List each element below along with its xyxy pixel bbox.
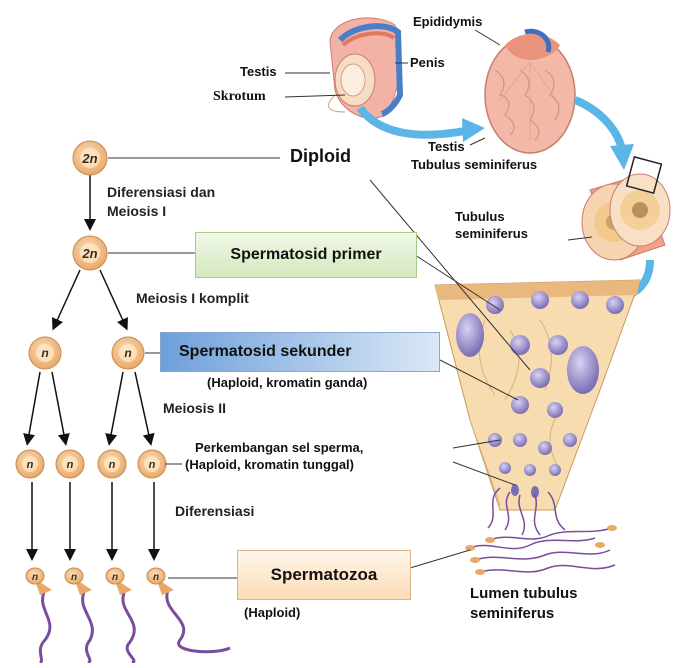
meiosis-ii-label: Meiosis II — [163, 400, 226, 416]
haploid-label: (Haploid) — [244, 605, 300, 620]
cell-label-n-r3-1: n — [27, 459, 34, 471]
blue-arrow-2 — [575, 100, 622, 150]
seminiferous-tissue-wedge — [435, 280, 640, 510]
epididymis-label: Epididymis — [413, 14, 482, 29]
spermatosid-primer-label: Spermatosid primer — [230, 246, 381, 264]
spermatosid-primer-box: Spermatosid primer — [195, 232, 417, 278]
tubulus-seminiferus-label-1: Tubulus seminiferus — [411, 157, 537, 172]
spermatozoa-box: Spermatozoa — [237, 550, 411, 600]
tubulus-cylinder — [582, 157, 670, 260]
sperm-label-n-3: n — [112, 572, 118, 583]
cell-label-n-r3-2: n — [67, 459, 74, 471]
lumen-sperm-cluster — [465, 525, 617, 575]
penis-label: Penis — [410, 55, 445, 70]
skrotum-label: Skrotum — [213, 89, 266, 105]
perkembangan-line1: Perkembangan sel sperma, — [195, 440, 363, 455]
diferensiasi-label: Diferensiasi — [175, 503, 254, 519]
spermatozoa-bottom — [26, 568, 230, 663]
cell-label-2n-top: 2n — [81, 151, 97, 166]
meiosis-komplit-label: Meiosis I komplit — [136, 290, 249, 306]
testis-side-illustration — [328, 18, 400, 118]
spermatosid-sekunder-box: Spermatosid sekunder — [160, 332, 440, 372]
haploid-kromatin-ganda-label: (Haploid, kromatin ganda) — [207, 375, 367, 390]
lumen-label-line1: Lumen tubulus — [470, 585, 578, 602]
perkembangan-line2: (Haploid, kromatin tunggal) — [185, 457, 354, 472]
sperm-label-n-1: n — [32, 572, 38, 583]
diferensiasi-meiosis-line1: Diferensiasi dan — [107, 184, 215, 200]
spermatozoa-label: Spermatozoa — [271, 565, 378, 585]
spermatosid-sekunder-label: Spermatosid sekunder — [179, 343, 352, 361]
sperm-label-n-4: n — [153, 572, 159, 583]
sperm-label-n-2: n — [71, 572, 77, 583]
cell-label-n-right: n — [124, 346, 131, 360]
cell-label-n-r3-4: n — [149, 459, 156, 471]
testis-top-label: Testis — [240, 64, 277, 79]
tubulus-label-2-line2: seminiferus — [455, 226, 528, 241]
cell-label-2n-mid: 2n — [81, 246, 97, 261]
testis-mid-label: Testis — [428, 139, 465, 154]
cell-label-n-r3-3: n — [109, 459, 116, 471]
lumen-label-line2: seminiferus — [470, 605, 554, 622]
testis-cross-section — [485, 31, 575, 153]
tubulus-label-2-line1: Tubulus — [455, 209, 505, 224]
diploid-label: Diploid — [290, 146, 351, 167]
diferensiasi-meiosis-line2: Meiosis I — [107, 203, 166, 219]
cell-label-n-left: n — [41, 346, 48, 360]
